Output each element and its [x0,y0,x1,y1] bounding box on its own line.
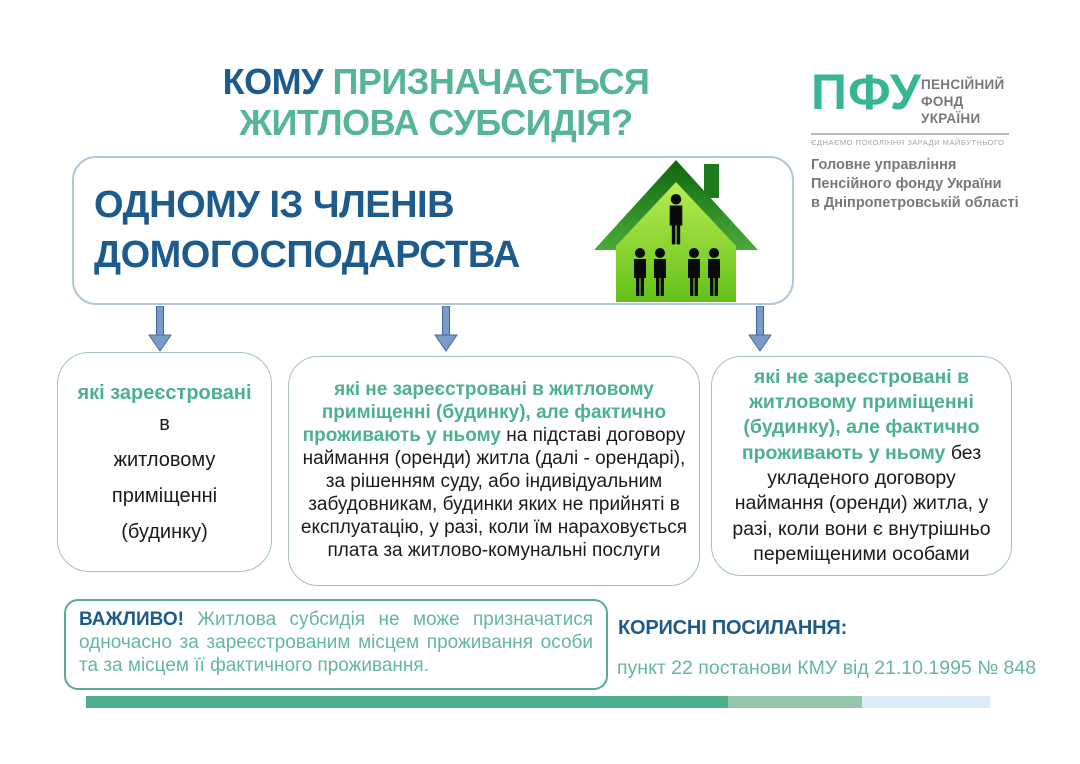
footer-bar-segment-teal [86,696,728,708]
down-arrow-icon [748,306,772,352]
title-word-pryznachaietsia: ПРИЗНАЧАЄТЬСЯ [332,61,650,102]
branch-body-text: в житловому приміщенні (будинку) [111,413,218,543]
title-word-komu: КОМУ [222,61,324,102]
important-text: Житлова субсидія не може призначатися од… [79,609,593,677]
branch-box-not-registered-contract: які не зареєстровані в житловому приміще… [288,356,700,586]
useful-links-heading: КОРИСНІ ПОСИЛАННЯ: [618,617,848,639]
pfu-logo-name: ПЕНСІЙНИЙ ФОНД УКРАЇНИ [921,77,1005,126]
page-title-line2: ЖИТЛОВА СУБСИДІЯ? [239,101,633,143]
down-arrow-icon [434,306,458,352]
logo-divider [811,133,1009,135]
important-note-box: ВАЖЛИВО! Житлова субсидія не може призна… [64,599,608,690]
footer-bar-segment-lightblue [862,696,990,708]
page-title-line1: КОМУ ПРИЗНАЧАЄТЬСЯ [188,61,684,103]
branch-box-not-registered-idp: які не зареєстровані в житловому приміще… [711,356,1012,576]
logo-tagline: ЄДНАЄМО ПОКОЛІННЯ ЗАРАДИ МАЙБУТНЬОГО [811,138,1005,147]
branch-highlight-text: які не зареєстровані в житловому приміще… [302,379,667,447]
down-arrow-icon [148,306,172,352]
pfu-logo: ПФУ [811,64,922,120]
branch-body-text: без укладеного договору наймання (оренди… [732,441,991,566]
page-title: КОМУ ПРИЗНАЧАЄТЬСЯ ЖИТЛОВА СУБСИДІЯ? [188,61,684,143]
branch-box-registered: які зареєстровані в житловому приміщенні… [57,352,272,572]
logo-department: Головне управління Пенсійного фонду Укра… [811,157,1019,211]
house-with-people-icon [594,160,758,302]
main-statement-text: ОДНОМУ ІЗ ЧЛЕНІВ ДОМОГОСПОДАРСТВА [94,184,520,276]
main-statement-box: ОДНОМУ ІЗ ЧЛЕНІВ ДОМОГОСПОДАРСТВА [72,156,794,305]
branch-highlight-text: які зареєстровані [77,382,252,404]
branch-highlight-text: які не зареєстровані в житловому приміще… [741,365,980,464]
footer-bar-segment-sage [728,696,862,708]
useful-links-reference: пункт 22 постанови КМУ від 21.10.1995 № … [617,657,1037,679]
branch-body-text: на підставі договору наймання (оренди) ж… [300,425,688,561]
important-label: ВАЖЛИВО! [79,609,185,630]
